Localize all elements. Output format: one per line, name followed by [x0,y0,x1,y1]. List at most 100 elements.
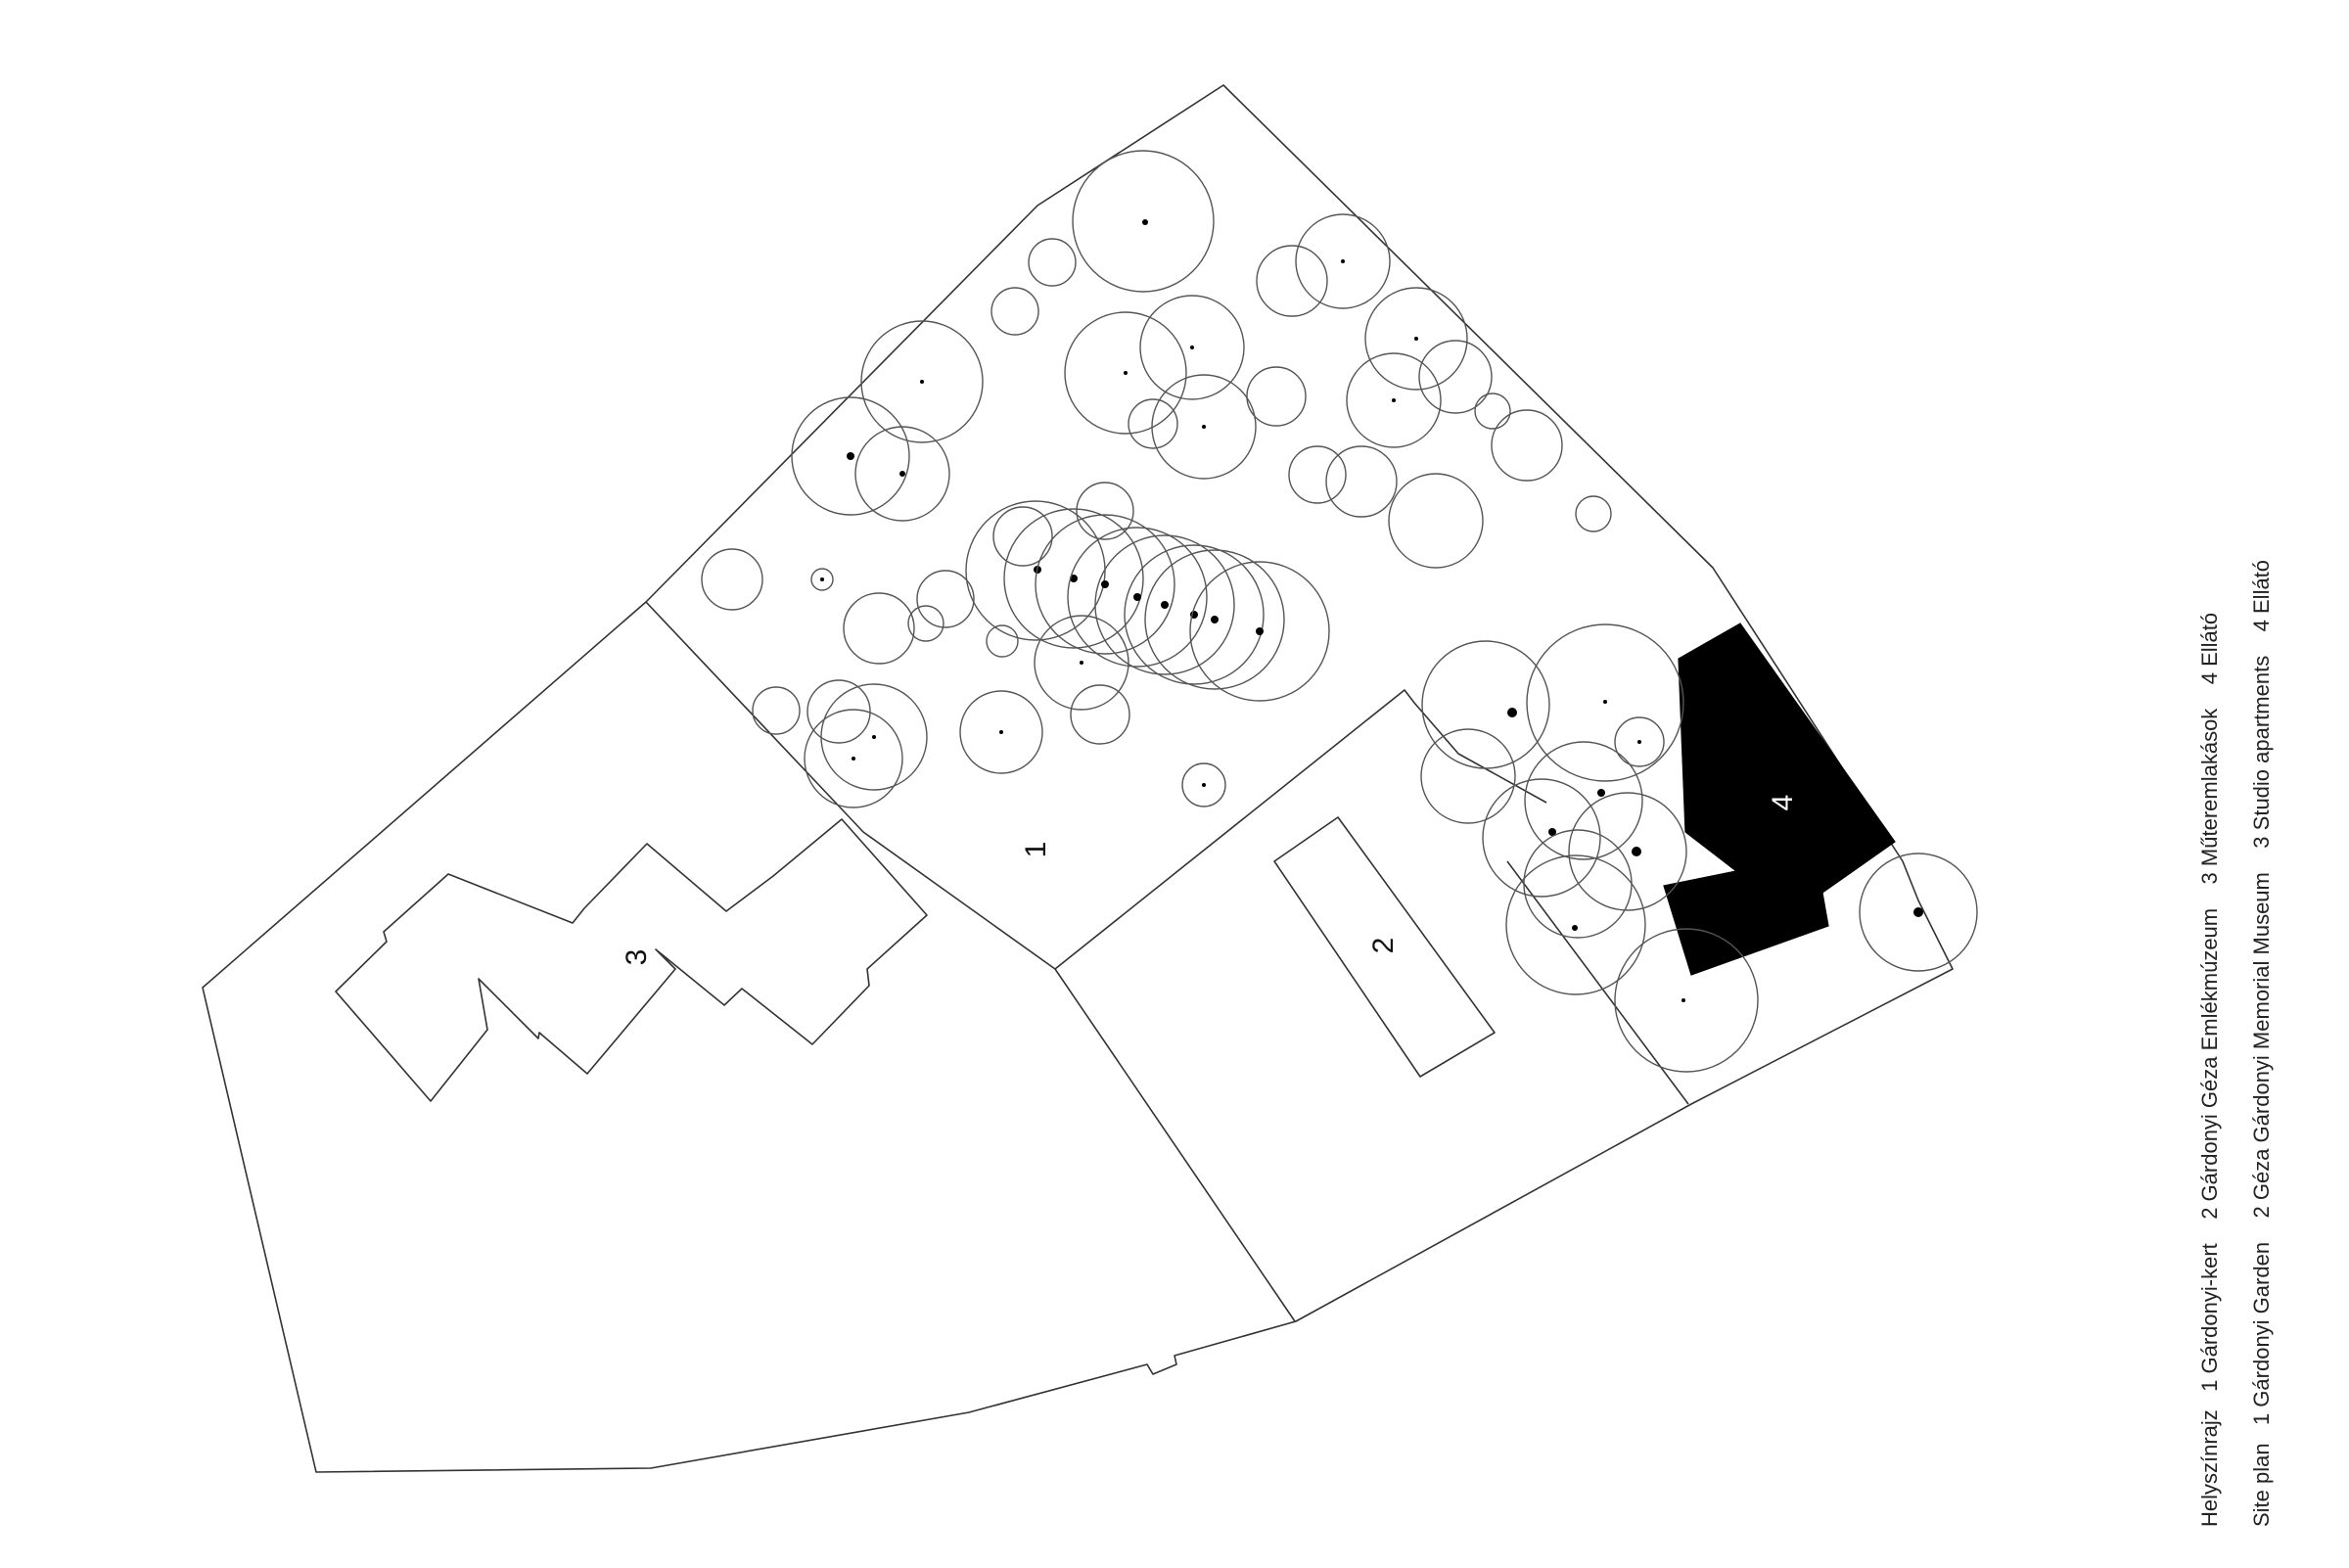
tree-crown [1139,295,1245,400]
tree-crown [965,500,1106,641]
tree-trunk [1190,346,1194,349]
tree-crown [1568,792,1687,911]
tree-trunk [1392,398,1396,402]
tree-trunk [1256,627,1264,635]
tree-trunk [1101,580,1109,588]
zone-label-2: 2 [1367,938,1400,954]
building-2-outline [1273,816,1496,1078]
tree-crown [1094,534,1235,675]
tree-crown [1295,213,1391,309]
tree-crown [820,683,928,791]
tree-crown [1144,549,1285,690]
zone-label-3: 3 [621,949,653,966]
tree-crown [1028,238,1077,287]
tree-trunk [820,577,824,581]
tree-crown [804,709,903,808]
tree-crown [1575,495,1612,532]
tree-crown [1526,623,1684,782]
tree-trunk [1632,847,1641,856]
tree-crown [1070,684,1130,745]
tree-crown [907,605,944,642]
tree-trunk [1507,708,1517,717]
tree-crown [1035,514,1175,655]
tree-crown [1003,508,1144,649]
tree-crown [806,679,871,744]
site-boundary [202,84,1954,1473]
tree-crown [860,320,984,443]
tree-crown [1034,615,1129,711]
caption-english: Site plan 1 Gárdonyi Garden 2 Géza Gárdo… [2249,560,2274,1527]
tree-crown [959,690,1043,774]
tree-trunk [1341,259,1345,263]
tree-crown [701,548,763,611]
tree-crown [1388,473,1484,569]
tree-crown [1524,741,1643,860]
parcel-line-west [645,601,1296,1322]
tree-trunk [1548,828,1556,836]
tree-trunk [1597,789,1605,797]
tree-crown [1181,762,1226,807]
tree-crown [1491,409,1563,482]
parcel-line-garden-south [1054,689,1547,970]
tree-crown [1288,445,1347,504]
tree-crown [1151,374,1257,480]
tree-crown [1067,527,1208,668]
tree-trunk [999,730,1003,734]
tree-crown [1189,561,1330,702]
caption-hungarian: Helyszínrajz 1 Gárdonyi-kert 2 Gárdonyi … [2197,613,2222,1527]
tree-trunk [1211,616,1219,623]
tree-crown [990,287,1039,336]
tree-crown [854,426,950,522]
tree-crown [1128,398,1178,449]
tree-crown [1346,352,1442,448]
zone-label-4: 4 [1767,795,1799,811]
tree-crown [791,396,910,516]
tree-trunk [899,471,905,477]
tree-crown [916,570,975,628]
tree-crown [1421,640,1550,769]
zone-label-1: 1 [1020,842,1052,858]
tree-crown [986,624,1019,658]
tree-crown [1124,544,1265,685]
tree-crown [1482,778,1601,898]
tree-trunk [1142,219,1148,225]
tree-crown [1072,150,1215,293]
tree-trunk [1681,998,1685,1002]
tree-trunk [1070,575,1078,582]
tree-trunk [1414,337,1418,341]
tree-crown [1246,366,1307,427]
tree-trunk [1133,593,1141,601]
tree-trunk [1202,783,1206,787]
tree-trunk [1161,601,1169,609]
tree-crown [810,568,834,591]
tree-crown [1076,482,1134,540]
tree-crown [752,686,801,735]
tree-trunk [1080,661,1083,665]
parcel-line-east [1506,860,1689,1105]
tree-crown [1364,287,1468,391]
tree-trunk [847,452,854,460]
tree-crown [1505,854,1646,995]
tree-crown [992,506,1053,567]
building-3-outline [335,818,928,1102]
tree-trunk [1913,907,1923,917]
tree-crown [1420,728,1516,824]
tree-crown [1474,392,1511,430]
tree-trunk [1637,740,1641,744]
tree-trunk [1202,425,1206,429]
tree-trunk [1124,371,1128,375]
tree-trunk [872,735,876,739]
trees [701,150,1978,1073]
tree-trunk [1572,925,1578,931]
tree-crown [1418,340,1493,414]
building-4-solid [1663,623,1896,976]
tree-crown [1064,311,1187,435]
tree-trunk [920,380,924,384]
tree-crown [1614,716,1665,767]
tree-crown [1859,853,1978,972]
tree-crown [1256,245,1328,317]
tree-crown [843,592,915,665]
tree-crown [1325,445,1398,518]
tree-trunk [1603,700,1607,704]
